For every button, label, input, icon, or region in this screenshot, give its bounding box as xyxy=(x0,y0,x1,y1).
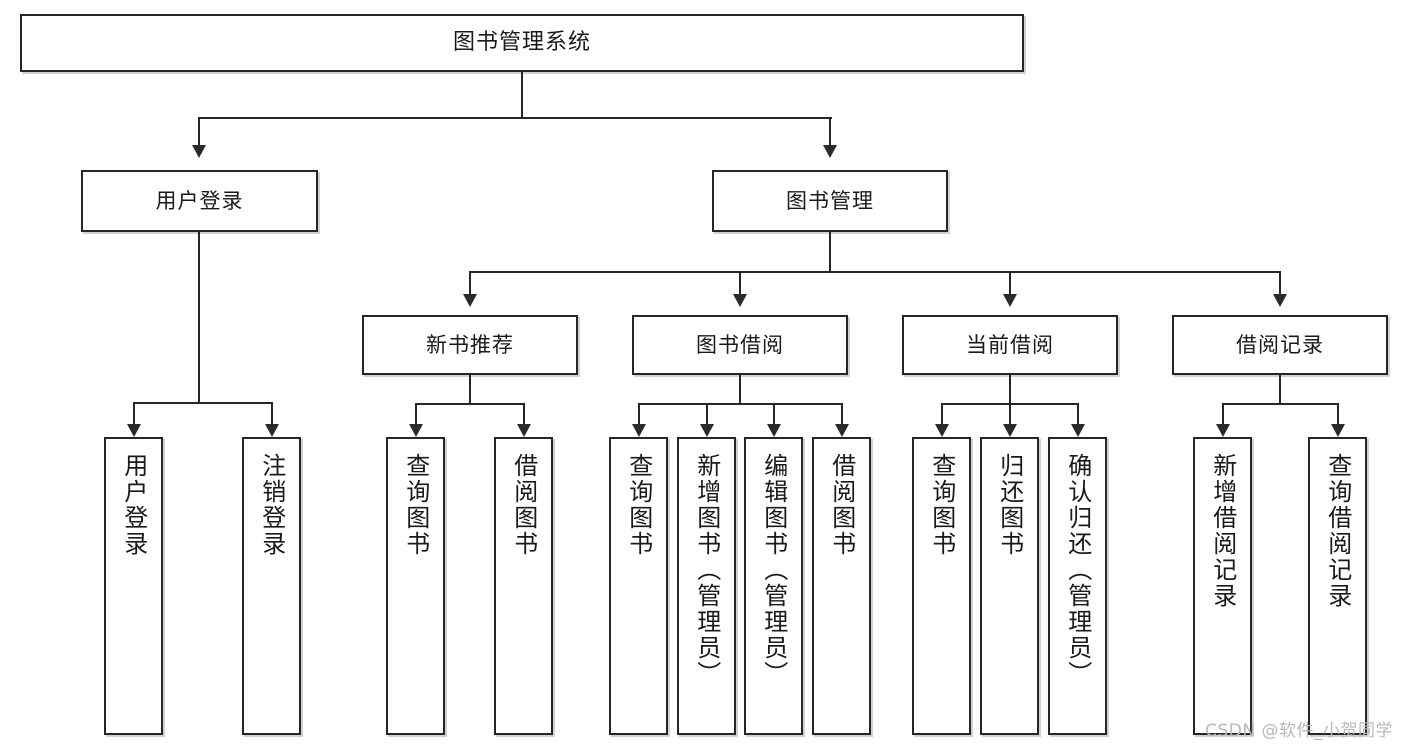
node-book-borrow[interactable]: 图书借阅 xyxy=(632,315,848,375)
arrow-br-query xyxy=(1331,424,1345,437)
arrow-bb-query xyxy=(632,424,646,437)
node-label: 查询借阅记录 xyxy=(1323,453,1352,609)
arrow-user-login xyxy=(192,145,206,158)
leaf-cb-query-book[interactable]: 查询图书 xyxy=(912,437,971,735)
node-label: 图书管理 xyxy=(786,188,874,213)
edge-book-mgmt-bus xyxy=(469,271,1281,273)
arrow-leaf-user-login xyxy=(127,424,141,437)
edge-book-borrow-bus xyxy=(638,403,842,405)
edge-user-login-stem xyxy=(198,232,200,403)
arrow-current-borrow xyxy=(1003,294,1017,307)
node-label: 借阅记录 xyxy=(1236,332,1324,357)
edge-drop-leaf-user-login xyxy=(133,402,135,425)
leaf-nb-query-book[interactable]: 查询图书 xyxy=(386,437,445,735)
edge-new-book-bus xyxy=(415,403,523,405)
edge-drop-user-login xyxy=(198,117,200,146)
node-label: 注销登录 xyxy=(257,453,286,557)
node-label: 借阅图书 xyxy=(509,453,538,557)
node-label: 查询图书 xyxy=(401,453,430,557)
edge-borrow-record-stem xyxy=(1279,375,1281,404)
arrow-nb-query xyxy=(409,424,423,437)
node-root-system[interactable]: 图书管理系统 xyxy=(20,14,1024,72)
edge-drop-bb-query xyxy=(638,403,640,425)
arrow-bb-edit xyxy=(767,424,781,437)
node-label: 用户登录 xyxy=(155,188,244,213)
arrow-cb-confirm xyxy=(1071,424,1085,437)
edge-drop-br-query xyxy=(1337,403,1339,425)
arrow-bb-add xyxy=(700,424,714,437)
edge-drop-bb-borrow xyxy=(841,403,843,425)
node-label: 图书管理系统 xyxy=(452,30,591,56)
edge-drop-br-add xyxy=(1222,403,1224,425)
edge-drop-cb-query xyxy=(941,403,943,425)
arrow-bb-borrow xyxy=(835,424,849,437)
arrow-br-add xyxy=(1216,424,1230,437)
node-label: 编辑图书（管理员） xyxy=(759,453,788,687)
node-label: 新增图书（管理员） xyxy=(692,453,721,687)
arrow-book-mgmt xyxy=(823,145,837,158)
edge-drop-borrow-record xyxy=(1279,271,1281,295)
node-label: 借阅图书 xyxy=(827,453,856,557)
leaf-cb-return-book[interactable]: 归还图书 xyxy=(980,437,1039,735)
arrow-cb-query xyxy=(935,424,949,437)
edge-current-borrow-stem xyxy=(1009,375,1011,404)
edge-drop-cb-return xyxy=(1009,403,1011,425)
arrow-borrow-record xyxy=(1273,294,1287,307)
edge-user-login-bus xyxy=(133,402,272,404)
node-current-borrow[interactable]: 当前借阅 xyxy=(902,315,1118,375)
leaf-br-add-record[interactable]: 新增借阅记录 xyxy=(1193,437,1252,735)
leaf-bb-borrow-book[interactable]: 借阅图书 xyxy=(812,437,871,735)
arrow-nb-borrow xyxy=(517,424,531,437)
edge-book-borrow-stem xyxy=(739,375,741,404)
edge-root-stem xyxy=(521,72,523,118)
node-label: 用户登录 xyxy=(119,453,148,557)
leaf-cb-confirm-return[interactable]: 确认归还（管理员） xyxy=(1048,437,1107,735)
edge-drop-book-mgmt xyxy=(829,117,831,146)
node-label: 图书借阅 xyxy=(696,332,784,357)
edge-new-book-stem xyxy=(469,375,471,404)
arrow-book-borrow xyxy=(733,294,747,307)
edge-drop-new-book xyxy=(469,271,471,295)
leaf-br-query-record[interactable]: 查询借阅记录 xyxy=(1308,437,1367,735)
leaf-user-login[interactable]: 用户登录 xyxy=(104,437,163,735)
edge-drop-cb-confirm xyxy=(1077,403,1079,425)
edge-borrow-record-bus xyxy=(1222,403,1337,405)
leaf-bb-edit-book[interactable]: 编辑图书（管理员） xyxy=(744,437,803,735)
edge-drop-book-borrow xyxy=(739,271,741,295)
edge-drop-bb-edit xyxy=(773,403,775,425)
node-label: 确认归还（管理员） xyxy=(1063,453,1092,687)
leaf-logout[interactable]: 注销登录 xyxy=(242,437,301,735)
edge-drop-nb-borrow xyxy=(523,403,525,425)
leaf-nb-borrow-book[interactable]: 借阅图书 xyxy=(494,437,553,735)
edge-drop-nb-query xyxy=(415,403,417,425)
node-label: 当前借阅 xyxy=(966,332,1054,357)
node-label: 归还图书 xyxy=(995,453,1024,557)
node-borrow-record[interactable]: 借阅记录 xyxy=(1172,315,1388,375)
leaf-bb-query-book[interactable]: 查询图书 xyxy=(609,437,668,735)
arrow-leaf-logout xyxy=(265,424,279,437)
leaf-bb-add-book[interactable]: 新增图书（管理员） xyxy=(677,437,736,735)
node-label: 新增借阅记录 xyxy=(1208,453,1237,609)
node-new-book-recommend[interactable]: 新书推荐 xyxy=(362,315,578,375)
edge-drop-leaf-logout xyxy=(271,402,273,425)
node-user-login[interactable]: 用户登录 xyxy=(81,170,318,232)
edge-drop-bb-add xyxy=(706,403,708,425)
arrow-new-book xyxy=(463,294,477,307)
edge-book-mgmt-stem xyxy=(829,232,831,272)
node-label: 查询图书 xyxy=(927,453,956,557)
edge-root-bus xyxy=(198,117,832,119)
watermark: CSDN @软件_小贺同学 xyxy=(1205,721,1393,741)
node-book-management[interactable]: 图书管理 xyxy=(712,170,948,232)
arrow-cb-return xyxy=(1003,424,1017,437)
node-label: 新书推荐 xyxy=(426,332,514,357)
edge-drop-current-borrow xyxy=(1009,271,1011,295)
node-label: 查询图书 xyxy=(624,453,653,557)
